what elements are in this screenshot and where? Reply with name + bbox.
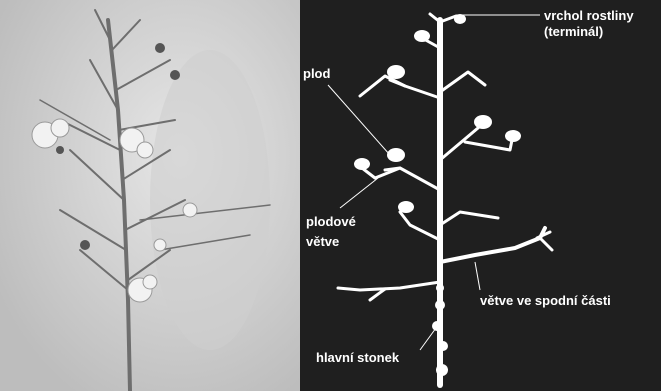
stem-node-3	[432, 321, 442, 331]
label-main-stem: hlavní stonek	[316, 350, 399, 366]
leader-main-stem	[420, 328, 436, 350]
fruit-left-3	[354, 158, 370, 170]
photo-shadow	[150, 50, 270, 350]
stem-node-4	[438, 341, 448, 351]
cotton-plant-photo	[0, 0, 300, 391]
leader-fruit-branches	[340, 178, 378, 208]
fruit-right-1	[474, 115, 492, 129]
label-fruit: plod	[303, 66, 330, 82]
plant-structure-diagram: vrchol rostliny (terminál) plod plodové …	[300, 0, 661, 391]
label-fruit-branches-line2: větve	[306, 234, 356, 250]
fruit-right-2	[505, 130, 521, 142]
fruit-left-4	[398, 201, 414, 213]
label-fruit-branches-line1: plodové	[306, 214, 356, 230]
diagram-drawing	[300, 0, 661, 391]
label-plant-top-line1: vrchol rostliny	[544, 8, 634, 24]
label-plant-top-line2: (terminál)	[544, 24, 634, 40]
fruit-left-1	[387, 65, 405, 79]
label-fruit-branches: plodové větve	[306, 214, 356, 250]
label-plant-top: vrchol rostliny (terminál)	[544, 8, 634, 40]
stem-node-1	[436, 284, 444, 292]
stem-node-5	[436, 364, 448, 376]
photo-illustration	[0, 0, 300, 391]
label-lower-branches: větve ve spodní části	[480, 293, 611, 309]
fruit-upper-left	[414, 30, 430, 42]
diagram-lines	[338, 14, 552, 385]
label-main-stem-text: hlavní stonek	[316, 350, 399, 366]
label-lower-branches-text: větve ve spodní části	[480, 293, 611, 309]
label-fruit-text: plod	[303, 66, 330, 82]
leader-lower-branches	[475, 262, 480, 290]
stem-node-2	[435, 300, 445, 310]
